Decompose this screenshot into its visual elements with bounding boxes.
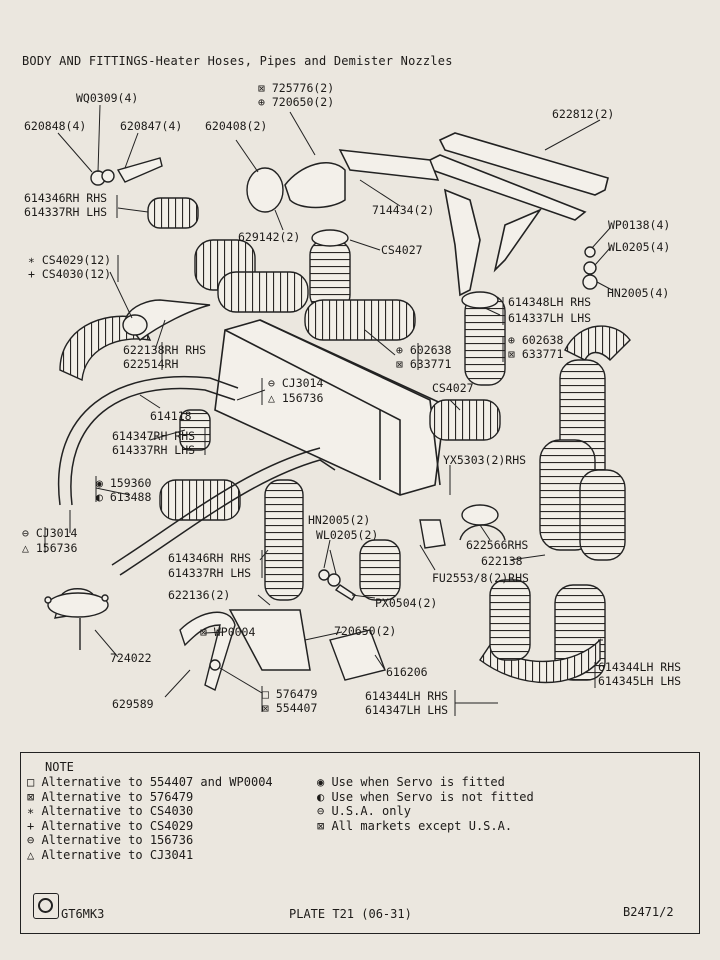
part-label: 629589	[112, 697, 154, 711]
demister-duct-left	[338, 149, 440, 181]
demister-nozzle	[429, 132, 609, 297]
note-line: ⊠ All markets except U.S.A.	[317, 818, 513, 833]
part-label: 616206	[386, 665, 428, 679]
part-label: 714434(2)	[372, 203, 435, 217]
part-label: FU2553/8(2)RHS	[432, 571, 529, 585]
part-label: YX5303(2)RHS	[443, 453, 527, 467]
british-leyland-logo	[33, 893, 59, 919]
part-label: ⊠ 633771	[508, 347, 564, 361]
part-label: 614348LH RHS	[508, 295, 592, 309]
part-label: 620408(2)	[205, 119, 268, 133]
part-label: ⊕ 602638	[396, 343, 452, 357]
note-line: ∗ Alternative to CS4030	[27, 804, 194, 819]
part-label: □ 576479	[262, 687, 318, 701]
part-label: ⊕ 720650(2)	[258, 95, 335, 109]
part-label: ⊠ 633771	[396, 357, 452, 371]
clip-parts	[44, 157, 598, 691]
note-line: ⊖ Alternative to 156736	[27, 833, 194, 848]
part-label: 622138RH RHS	[123, 343, 207, 357]
part-label: ⊠ 554407	[262, 701, 318, 715]
part-label: 614346RH RHS	[24, 191, 108, 205]
heater-unit	[214, 319, 446, 496]
part-label: ⊠ WP0004	[200, 625, 256, 639]
part-label: 614346RH RHS	[168, 551, 252, 565]
note-line: ⊠ Alternative to 576479	[27, 789, 194, 804]
part-label: 614337RH LHS	[24, 205, 108, 219]
note-line: ◉ Use when Servo is fitted	[317, 775, 505, 789]
part-label: 614347RH RHS	[112, 429, 196, 443]
part-label: 614344LH RHS	[598, 660, 682, 674]
part-label: 724022	[110, 651, 152, 665]
part-label: 614337RH LHS	[112, 443, 196, 457]
part-label: WL0205(2)	[316, 528, 379, 542]
note-line: + Alternative to CS4029	[27, 818, 194, 833]
note-line: □ Alternative to 554407 and WP0004	[27, 775, 273, 789]
part-label: ∗ CS4029(12)	[28, 253, 112, 267]
part-label: HN2005(4)	[607, 286, 670, 300]
note-left-column: □ Alternative to 554407 and WP0004 ⊠ Alt…	[27, 775, 273, 863]
part-label: WL0205(4)	[608, 240, 671, 254]
part-label: 614344LH RHS	[365, 689, 449, 703]
part-label: 622812(2)	[552, 107, 615, 121]
note-heading: NOTE	[45, 760, 74, 774]
part-label: CS4027	[432, 381, 474, 395]
part-label: ⊕ 602638	[508, 333, 564, 347]
part-label: 622136(2)	[168, 588, 231, 602]
part-label: 614347LH LHS	[365, 703, 449, 717]
hose-group	[59, 197, 631, 684]
part-label: PX0504(2)	[375, 596, 438, 610]
part-label: 622566RHS	[466, 538, 529, 552]
part-label: ⊠ 725776(2)	[258, 81, 335, 95]
note-line: △ Alternative to CJ3041	[27, 847, 194, 862]
note-right-column: ◉ Use when Servo is fitted ◐ Use when Se…	[317, 775, 534, 833]
model-code: GT6MK3	[61, 907, 105, 921]
part-label: HN2005(2)	[308, 513, 371, 527]
part-label: ◉ 159360	[96, 476, 152, 490]
part-label: △ 156736	[268, 391, 324, 405]
note-line: ◐ Use when Servo is not fitted	[317, 789, 534, 804]
part-label: 629142(2)	[238, 230, 301, 244]
leader-lines	[44, 104, 613, 716]
part-label: 614337LH LHS	[508, 311, 592, 325]
part-label: △ 156736	[22, 541, 78, 555]
plate-number: PLATE T21 (06-31)	[289, 907, 412, 921]
part-label: 622138	[481, 554, 523, 568]
part-label: ⊖ CJ3014	[268, 376, 324, 390]
note-box: NOTE □ Alternative to 554407 and WP0004 …	[20, 752, 700, 934]
part-label: WP0138(4)	[608, 218, 671, 232]
part-label: + CS4030(12)	[28, 267, 112, 281]
part-label: WQ0309(4)	[76, 91, 139, 105]
part-label: 614118	[150, 409, 192, 423]
part-label: 614337RH LHS	[168, 566, 252, 580]
part-label: 620847(4)	[120, 119, 183, 133]
page-title: BODY AND FITTINGS-Heater Hoses, Pipes an…	[22, 54, 453, 68]
part-label: 620848(4)	[24, 119, 87, 133]
note-line: ⊖ U.S.A. only	[317, 804, 411, 819]
part-label: ◐ 613488	[96, 490, 152, 504]
part-label: 720650(2)	[334, 624, 397, 638]
reference-number: B2471/2	[623, 905, 674, 919]
part-label: 614345LH LHS	[598, 674, 682, 688]
part-label: ⊖ CJ3014	[22, 526, 78, 540]
part-label: CS4027	[381, 243, 423, 257]
part-label: 622514RH	[123, 357, 179, 371]
